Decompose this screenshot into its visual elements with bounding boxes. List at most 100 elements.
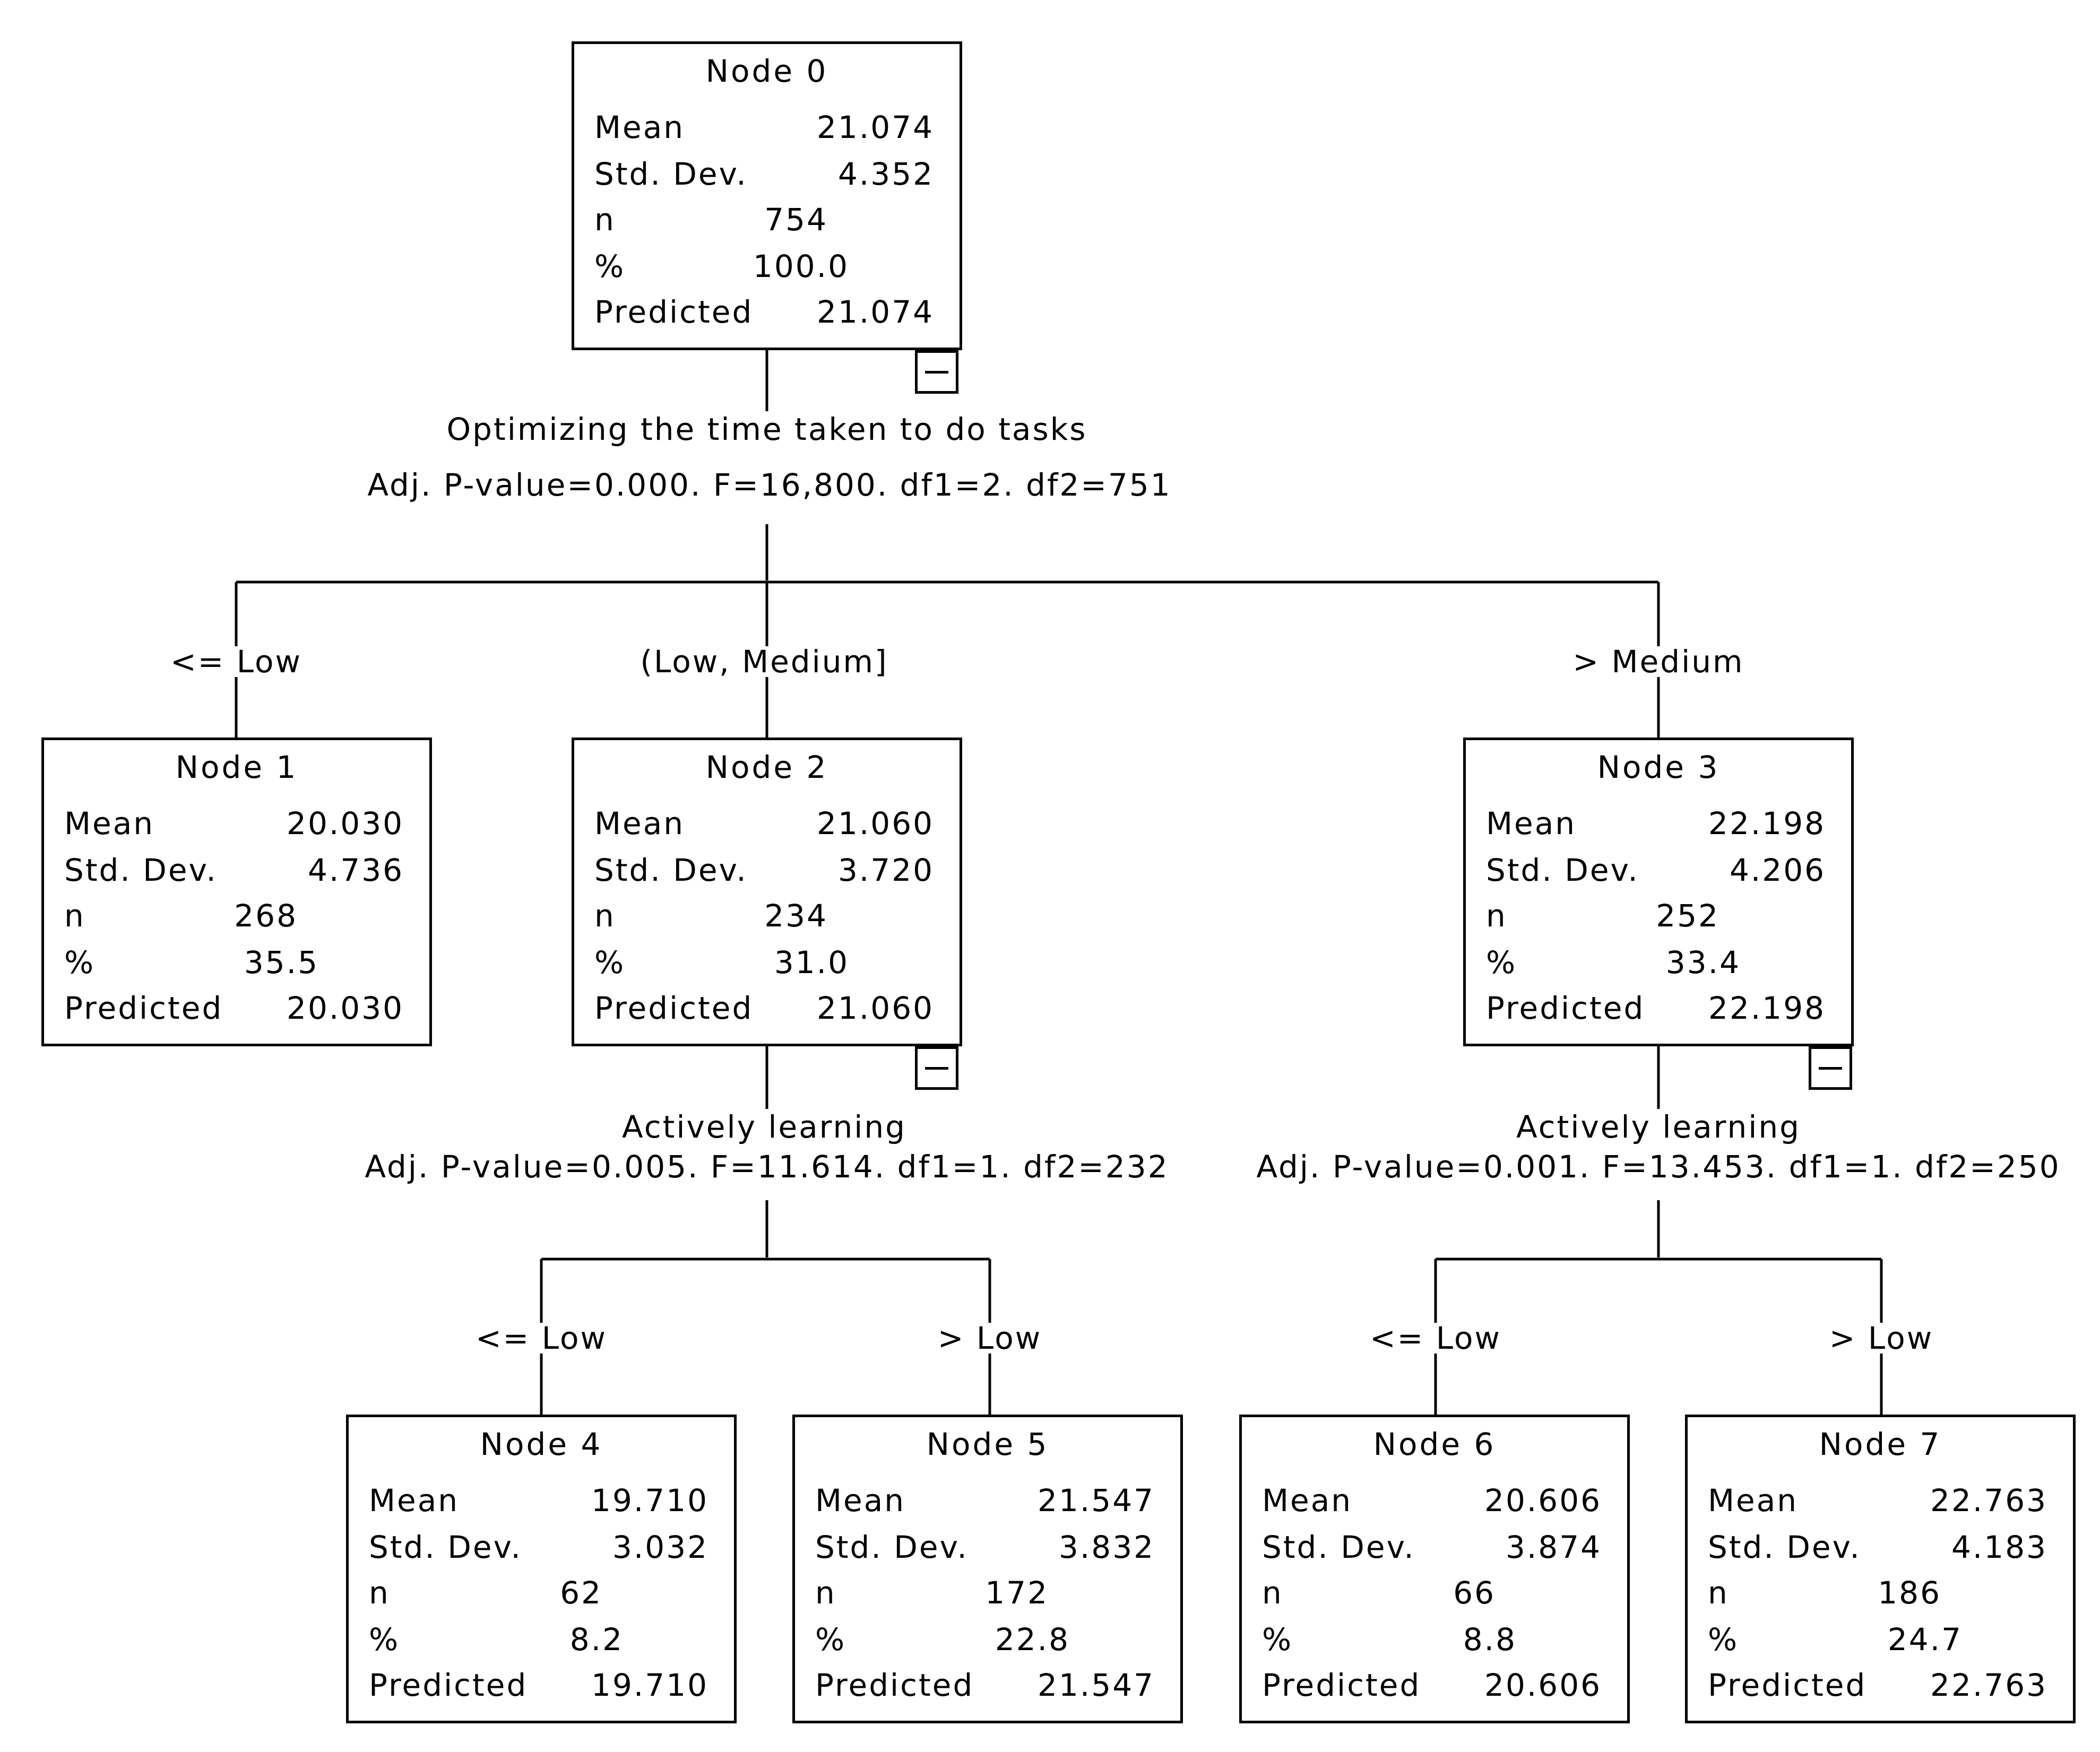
stat-value: 268 bbox=[234, 898, 298, 934]
node-title: Node 3 bbox=[1597, 749, 1720, 785]
stat-row-mean: Mean 20.606 bbox=[1262, 1482, 1602, 1519]
stat-label: % bbox=[594, 248, 626, 284]
stat-label: Std. Dev. bbox=[594, 852, 748, 888]
stat-value: 66 bbox=[1453, 1575, 1496, 1611]
stat-row-predicted: Predicted 20.606 bbox=[1262, 1667, 1602, 1704]
collapse-node-3-button[interactable] bbox=[1809, 1046, 1852, 1090]
stat-label: n bbox=[64, 898, 85, 934]
split-stats-node-0: Adj. P-value=0.000. F=16,800. df1=2. df2… bbox=[367, 467, 1172, 503]
stat-value: 20.606 bbox=[1484, 1667, 1602, 1703]
stat-row-std-dev: Std. Dev.4.736 bbox=[64, 852, 404, 889]
stat-label: Predicted bbox=[815, 1667, 974, 1703]
stat-label: n bbox=[594, 202, 616, 238]
stat-label: Std. Dev. bbox=[594, 156, 748, 192]
stat-value: 20.606 bbox=[1484, 1482, 1602, 1519]
stat-value: 3.032 bbox=[612, 1529, 708, 1565]
stat-row-predicted: Predicted 22.763 bbox=[1708, 1667, 2047, 1704]
stat-value: 22.198 bbox=[1708, 805, 1826, 842]
stat-row-percent: %35.5 bbox=[64, 944, 404, 981]
stat-label: Mean bbox=[1708, 1482, 1799, 1519]
node-title: Node 7 bbox=[1819, 1426, 1942, 1462]
split-stats-node-3: Adj. P-value=0.001. F=13.453. df1=1. df2… bbox=[1256, 1149, 2061, 1185]
stat-value: 21.547 bbox=[1038, 1667, 1155, 1703]
stat-value: 4.352 bbox=[837, 156, 934, 192]
stat-value: 31.0 bbox=[774, 944, 849, 981]
stat-row-percent: % 31.0 bbox=[594, 944, 934, 981]
stat-value: 186 bbox=[1878, 1575, 1941, 1611]
stat-row-n: n 234 bbox=[594, 897, 934, 934]
stat-label: Mean bbox=[594, 805, 685, 842]
stat-label: Mean bbox=[1262, 1482, 1353, 1519]
stat-value: 8.8 bbox=[1463, 1621, 1517, 1658]
split-variable-node-0: Optimizing the time taken to do tasks bbox=[446, 411, 1087, 447]
stat-label: Predicted bbox=[369, 1667, 528, 1703]
stat-label: % bbox=[369, 1621, 400, 1658]
stat-value: 22.763 bbox=[1930, 1482, 2047, 1519]
stat-row-predicted: Predicted 21.547 bbox=[815, 1667, 1155, 1704]
stat-value: 24.7 bbox=[1887, 1621, 1963, 1658]
stat-value: 21.547 bbox=[1038, 1482, 1155, 1519]
stat-label: % bbox=[1262, 1621, 1293, 1658]
stat-value: 20.030 bbox=[287, 805, 404, 842]
stat-label: Mean bbox=[64, 805, 155, 842]
stat-label: n bbox=[1262, 1575, 1283, 1611]
stat-label: Std. Dev. bbox=[1262, 1529, 1415, 1565]
stat-value: 8.2 bbox=[569, 1621, 624, 1658]
stat-value: 252 bbox=[1656, 898, 1719, 934]
stat-row-std-dev: Std. Dev.3.720 bbox=[594, 852, 934, 889]
stat-value: 100.0 bbox=[753, 248, 849, 284]
stat-value: 4.183 bbox=[1951, 1529, 2047, 1565]
stat-row-percent: % 100.0 bbox=[594, 248, 934, 285]
stat-label: n bbox=[594, 898, 616, 934]
stat-value: 4.736 bbox=[307, 852, 404, 888]
stat-label: Predicted bbox=[594, 990, 754, 1026]
stat-row-percent: % 8.8 bbox=[1262, 1621, 1602, 1658]
stat-label: % bbox=[815, 1621, 846, 1658]
stat-label: Mean bbox=[369, 1482, 460, 1519]
stat-row-percent: %24.7 bbox=[1708, 1621, 2047, 1658]
stat-value: 234 bbox=[764, 898, 828, 934]
branch-label-node-2: (Low, Medium] bbox=[635, 646, 894, 677]
stat-label: Predicted bbox=[594, 294, 754, 330]
stat-label: Predicted bbox=[1486, 990, 1645, 1026]
stat-value: 21.060 bbox=[817, 805, 934, 842]
stat-label: Predicted bbox=[1262, 1667, 1421, 1703]
branch-label-node-4: <= Low bbox=[470, 1323, 612, 1354]
stat-value: 62 bbox=[560, 1575, 602, 1611]
stat-row-std-dev: Std. Dev.3.832 bbox=[815, 1529, 1155, 1566]
stat-row-std-dev: Std. Dev.3.032 bbox=[369, 1529, 708, 1566]
stat-value: 33.4 bbox=[1665, 944, 1741, 981]
collapse-node-0-button[interactable] bbox=[915, 350, 958, 394]
node-title: Node 5 bbox=[926, 1426, 1049, 1462]
stat-value: 172 bbox=[985, 1575, 1049, 1611]
stat-value: 19.710 bbox=[591, 1667, 708, 1703]
stat-label: Predicted bbox=[1708, 1667, 1867, 1703]
stat-label: % bbox=[594, 944, 626, 981]
stat-row-n: n 66 bbox=[1262, 1574, 1602, 1611]
stat-row-n: n 268 bbox=[64, 897, 404, 934]
split-variable-node-2: Actively learning bbox=[622, 1109, 906, 1145]
stat-label: % bbox=[64, 944, 96, 981]
collapse-node-2-button[interactable] bbox=[915, 1046, 958, 1090]
stat-row-percent: %33.4 bbox=[1486, 944, 1826, 981]
branch-label-node-6: <= Low bbox=[1364, 1323, 1507, 1354]
stat-row-std-dev: Std. Dev. 4.352 bbox=[594, 155, 934, 193]
stat-value: 22.763 bbox=[1930, 1667, 2047, 1703]
stat-label: Std. Dev. bbox=[1708, 1529, 1861, 1565]
stat-label: Mean bbox=[1486, 805, 1577, 842]
